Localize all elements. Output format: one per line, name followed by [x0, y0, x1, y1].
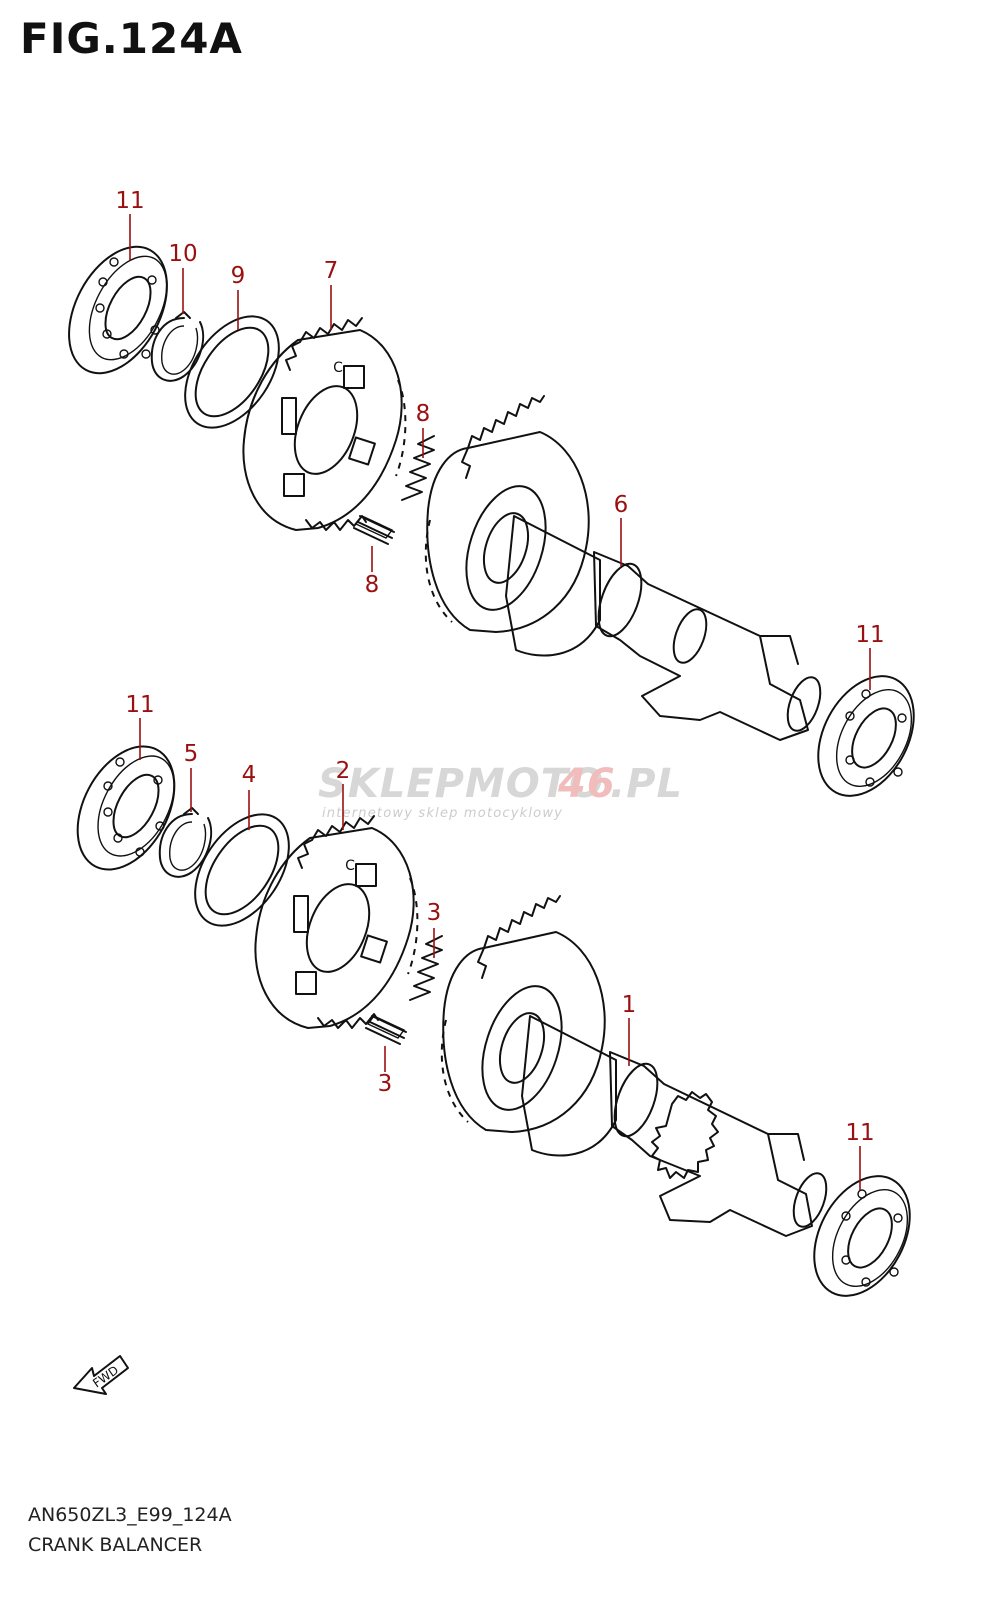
gear-plate-part-7[interactable]: C — [242, 317, 407, 531]
washer-part-4[interactable] — [176, 797, 308, 942]
bearing-part-11-upper-right[interactable] — [799, 660, 933, 812]
spring-part-8-lower[interactable] — [353, 515, 395, 545]
bearing-part-11-lower-left[interactable] — [58, 730, 194, 886]
spring-part-3-upper[interactable] — [409, 935, 443, 1001]
callout-9[interactable]: 9 — [231, 263, 246, 330]
callout-10[interactable]: 10 — [168, 241, 198, 314]
balancer-shaft-part-1[interactable] — [440, 895, 833, 1237]
callout-3-lower[interactable]: 3 — [378, 1046, 393, 1097]
spring-part-8-upper[interactable] — [401, 435, 435, 501]
figure-code: AN650ZL3_E99_124A — [28, 1504, 232, 1526]
callout-3-upper[interactable]: 3 — [427, 900, 442, 958]
svg-text:11: 11 — [855, 622, 884, 648]
svg-text:1: 1 — [622, 992, 637, 1018]
callout-1[interactable]: 1 — [622, 992, 637, 1066]
callout-11-lower-right[interactable]: 11 — [845, 1120, 875, 1190]
fwd-arrow-icon: FWD — [73, 1355, 129, 1395]
callout-8-upper[interactable]: 8 — [416, 401, 431, 458]
svg-text:3: 3 — [378, 1071, 393, 1097]
spring-part-3-lower[interactable] — [365, 1015, 407, 1045]
svg-text:11: 11 — [115, 188, 144, 214]
watermark-brand-accent: 46 — [557, 761, 616, 807]
callout-4[interactable]: 4 — [242, 762, 257, 830]
svg-text:5: 5 — [184, 741, 199, 767]
callout-6[interactable]: 6 — [614, 492, 629, 566]
callout-11-upper-left[interactable]: 11 — [115, 188, 145, 260]
washer-part-9[interactable] — [166, 299, 298, 444]
balancer-shaft-part-6[interactable] — [424, 395, 827, 741]
callout-5[interactable]: 5 — [184, 741, 199, 812]
watermark-brand-suffix: .PL — [610, 761, 683, 807]
svg-text:11: 11 — [125, 692, 154, 718]
watermark-brand-main: SKLEPMOTO — [318, 761, 604, 807]
gear-plate-part-2[interactable]: C — [254, 815, 419, 1029]
svg-text:10: 10 — [168, 241, 197, 267]
callout-2[interactable]: 2 — [336, 758, 351, 830]
watermark-tagline: internetowy sklep motocyklowy — [322, 806, 563, 821]
svg-text:9: 9 — [231, 263, 246, 289]
callout-11-upper-right[interactable]: 11 — [855, 622, 885, 690]
svg-text:C: C — [333, 360, 343, 376]
svg-text:7: 7 — [324, 258, 339, 284]
svg-text:3: 3 — [427, 900, 442, 926]
svg-text:8: 8 — [416, 401, 431, 427]
svg-text:2: 2 — [336, 758, 351, 784]
callout-7[interactable]: 7 — [324, 258, 339, 330]
figure-caption: CRANK BALANCER — [28, 1534, 203, 1556]
figure-title: FIG.124A — [20, 14, 243, 63]
svg-text:8: 8 — [365, 572, 380, 598]
bearing-part-11-upper-left[interactable] — [49, 230, 187, 390]
svg-text:C: C — [345, 858, 355, 874]
callout-11-lower-left[interactable]: 11 — [125, 692, 155, 760]
svg-text:11: 11 — [845, 1120, 874, 1146]
circlip-part-5[interactable] — [158, 807, 213, 878]
svg-text:4: 4 — [242, 762, 257, 788]
callout-8-lower[interactable]: 8 — [365, 546, 380, 598]
watermark: SKLEPMOTO 46 .PL internetowy sklep motoc… — [318, 761, 683, 821]
bearing-part-11-lower-right[interactable] — [795, 1160, 929, 1312]
svg-text:6: 6 — [614, 492, 629, 518]
